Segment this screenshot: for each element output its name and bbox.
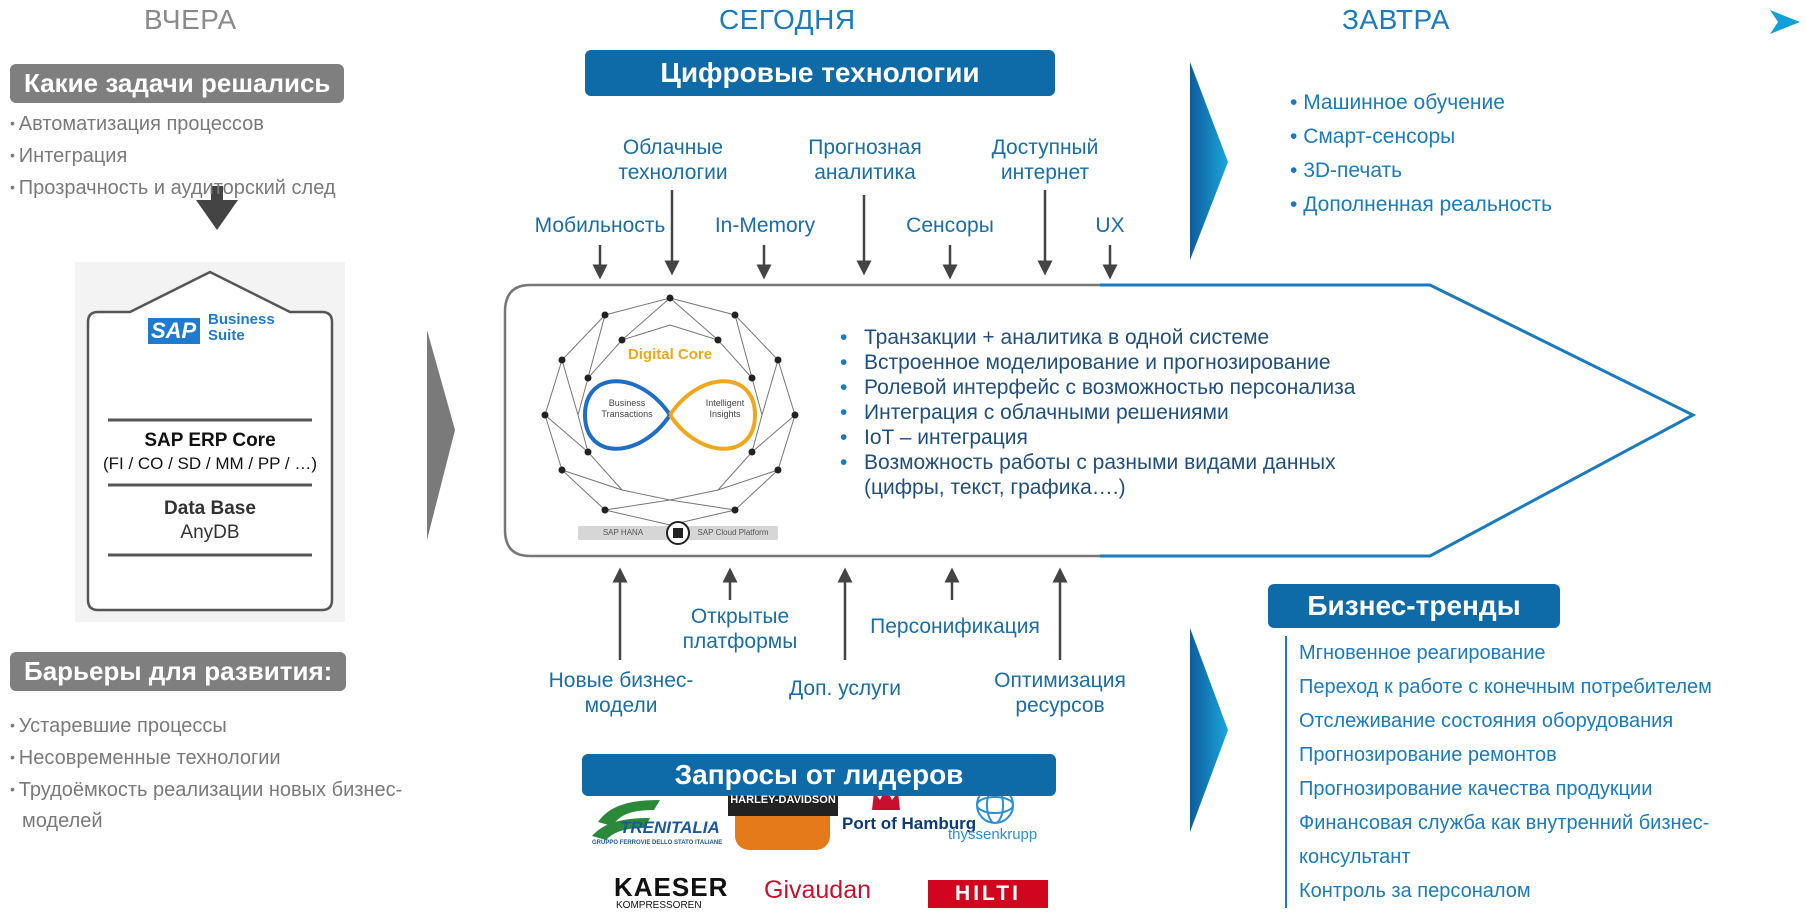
list-item: Ролевой интерфейс с возможностью персона… (838, 375, 1438, 400)
list-item: IoT – интеграция (838, 425, 1438, 450)
hilti-logo-shape (928, 880, 1048, 908)
logo-hilti: HILTI (955, 882, 1021, 905)
barriers-title: Барьеры для развития: (10, 652, 347, 691)
hamburg-logo-mark (872, 788, 900, 810)
sap-logo-panel (200, 310, 280, 348)
trends-title: Бизнес-тренды (1268, 584, 1560, 628)
list-item: Прогнозирование качества продукции (1299, 778, 1653, 800)
erp-title: SAP ERP Core (144, 430, 276, 451)
logo-givaudan: Givaudan (764, 876, 872, 904)
top-arrows (592, 190, 1118, 280)
list-item: Возможность работы с разными видами данн… (838, 450, 1384, 500)
list-item: Трудоёмкость реализации новых бизнес-мод… (10, 774, 410, 837)
blue-chevron-top (1190, 62, 1228, 260)
core-right-label: Intelligent Insights (705, 398, 745, 419)
core-benefits-list: Транзакции + аналитика в одной системе В… (838, 325, 1438, 500)
core-footer-right-bg (688, 526, 778, 540)
logo-thyssenkrupp: thyssenkrupp (948, 826, 1038, 843)
label-sensors: Сенсоры (906, 214, 994, 237)
label-ux: UX (1095, 214, 1125, 237)
list-item: Финансовая служба как внутренний бизнес-… (1299, 812, 1710, 868)
list-item: Смарт-сенсоры (1290, 120, 1552, 154)
core-left-label: Business Transactions (601, 398, 653, 419)
list-item: Интеграция с облачными решениями (838, 400, 1438, 425)
list-item: Мгновенное реагирование (1299, 642, 1546, 664)
timeline-tomorrow: ЗАВТРА (1338, 4, 1454, 36)
tasks-title: Какие задачи решались (10, 64, 345, 103)
list-item: Интеграция (10, 140, 336, 172)
timeline-yesterday: ВЧЕРА (140, 4, 241, 36)
grey-chevron-shape (427, 330, 455, 540)
db-title: Data Base (164, 498, 256, 519)
logo-hamburg: Port of Hamburg (842, 814, 977, 833)
leaders-title: Запросы от лидеров (582, 754, 1056, 796)
list-item: Дополненная реальность (1290, 188, 1552, 222)
core-footer-left-bg (578, 526, 668, 540)
list-item: 3D-печать (1290, 154, 1552, 188)
label-cloud: Облачные технологии (618, 136, 728, 184)
trenitalia-logo-mark (592, 800, 660, 840)
list-item: Автоматизация процессов (10, 108, 336, 140)
list-item: Транзакции + аналитика в одной системе (838, 325, 1438, 350)
list-item: Отслеживание состояния оборудования (1299, 710, 1674, 732)
label-extra-services: Доп. услуги (788, 677, 902, 700)
future-tech-list: Машинное обучение Смарт-сенсоры 3D-печат… (1290, 86, 1552, 222)
logo-kaeser-sub: KOMPRESSOREN (616, 900, 702, 911)
barriers-list: Устаревшие процессы Несовременные технол… (10, 710, 410, 837)
logo-trenitalia-sub: GRUPPO FERROVIE DELLO STATO ITALIANE (592, 840, 723, 846)
list-item: Контроль за персоналом (1299, 880, 1531, 902)
infinity-right-loop (668, 379, 758, 451)
core-footer-left: SAP HANA (602, 528, 644, 537)
label-optimization: Оптимизация ресурсов (994, 669, 1126, 717)
list-item: Прогнозирование ремонтов (1299, 744, 1557, 766)
list-item: Машинное обучение (1290, 86, 1552, 120)
list-item: Прозрачность и аудиторский след (10, 172, 336, 204)
logo-harley: HARLEY-DAVIDSON (730, 794, 836, 806)
sap-logo-suite: Business Suite (208, 311, 275, 344)
logo-trenitalia: TRENITALIA (620, 818, 720, 837)
sap-house-outline (86, 270, 334, 612)
trends-list: Мгновенное реагирование Переход к работе… (1285, 636, 1804, 908)
list-item: Несовременные технологии (10, 742, 410, 774)
label-internet: Доступный интернет (991, 136, 1099, 184)
list-item: Встроенное моделирование и прогнозирован… (838, 350, 1438, 375)
infinity-left-loop (582, 379, 672, 451)
core-title: Digital Core (627, 346, 713, 363)
db-subtitle: AnyDB (180, 522, 240, 543)
blue-chevron-bottom (1190, 628, 1228, 832)
timeline-arrowhead (1770, 10, 1800, 34)
timeline-today: СЕГОДНЯ (715, 4, 860, 36)
label-open-platforms: Открытые платформы (682, 605, 798, 653)
tasks-list: Автоматизация процессов Интеграция Прозр… (10, 108, 336, 204)
digital-core-arrow-accent (1100, 283, 1697, 558)
label-personification: Персонификация (870, 615, 1040, 638)
logo-kaeser: KAESER (614, 872, 729, 902)
digital-tech-title: Цифровые технологии (585, 50, 1055, 96)
erp-modules: (FI / CO / SD / MM / PP / …) (102, 454, 318, 473)
label-predictive: Прогнозная аналитика (808, 136, 922, 184)
list-item: Переход к работе с конечным потребителем (1299, 676, 1712, 698)
label-inmemory: In-Memory (714, 214, 816, 237)
down-arrow-tasks (196, 186, 238, 230)
core-footer-right: SAP Cloud Platform (697, 528, 769, 537)
digital-core-nodes (541, 294, 799, 514)
list-item: Устаревшие процессы (10, 710, 410, 742)
label-mobility: Мобильность (534, 214, 666, 237)
label-new-models: Новые бизнес-модели (548, 669, 694, 717)
bottom-arrows (612, 567, 1068, 660)
sap-logo: SAP (151, 318, 197, 343)
